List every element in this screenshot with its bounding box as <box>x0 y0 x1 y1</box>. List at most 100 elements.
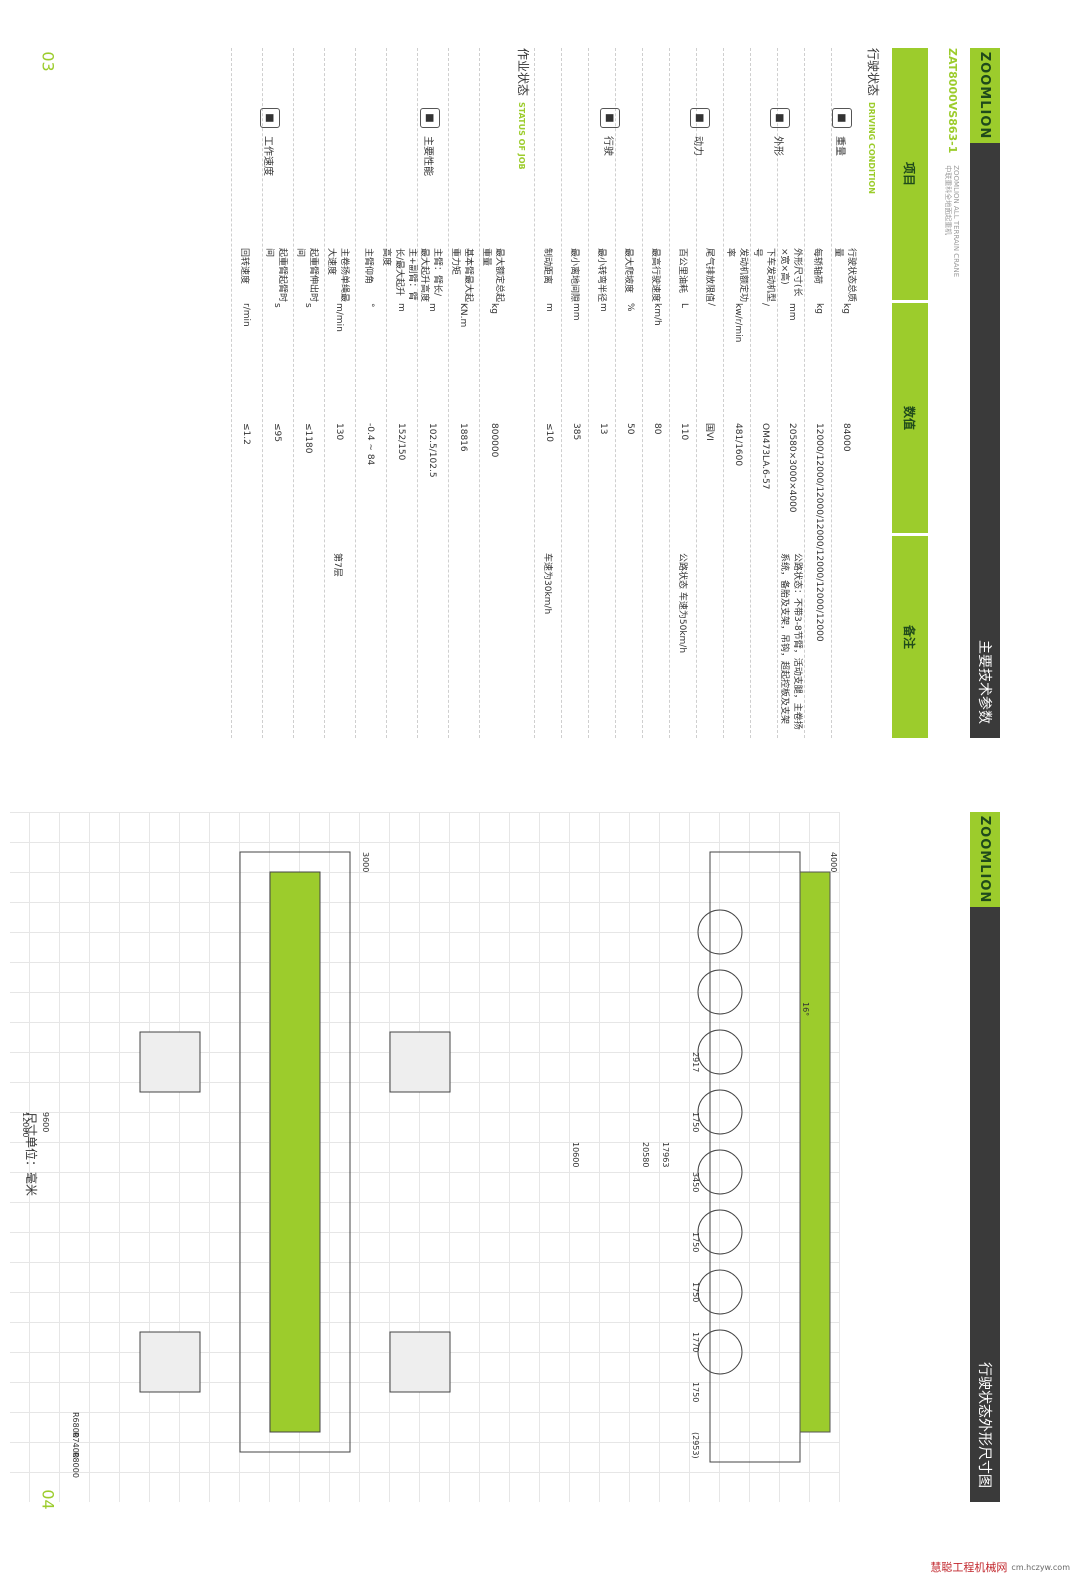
cell-name: 每轿轴荷 <box>812 248 823 285</box>
wheel <box>697 1089 743 1135</box>
side-boom <box>799 871 831 1433</box>
cell-value: 152/150 <box>396 423 406 461</box>
cell-unit: km/h <box>652 303 662 326</box>
cell-value: 84000 <box>841 423 851 452</box>
cell-name: 最高行驶速度 <box>650 248 661 303</box>
side-view <box>697 851 831 1463</box>
cell-note: 公路状态：不带3-8节臂，活动支腿，主卷扬系统，备胎及支架，吊钩，超起控板及支架 <box>779 553 802 730</box>
truck-icon: ■ <box>600 108 620 128</box>
wheel <box>697 969 743 1015</box>
model-code: ZAT8000VS863-1 <box>946 48 959 154</box>
cell-unit: ° <box>365 303 375 308</box>
cell-value: OM473LA.6-57 <box>760 423 770 490</box>
top-boom <box>269 871 321 1433</box>
category-5: ■工作速度 <box>260 108 280 176</box>
cell-unit: m <box>427 303 437 312</box>
cell-name: 下车发动机型号 <box>752 248 775 303</box>
wheel <box>697 1149 743 1195</box>
dimension-label: 9600 <box>41 1112 50 1133</box>
cell-unit: kg <box>814 303 824 314</box>
cell-name: 最大额定总起重量 <box>481 248 504 303</box>
cell-name: 行驶状态总质量 <box>833 248 856 303</box>
cell-value: 110 <box>679 423 689 441</box>
dimension-label: 16° <box>801 1002 810 1017</box>
cell-value: ≤1.2 <box>241 423 251 445</box>
cell-note: 车速为30km/h <box>542 553 553 615</box>
cell-unit: mm <box>571 303 581 321</box>
wheel <box>697 1269 743 1315</box>
dimension-label: 1750 <box>691 1112 700 1133</box>
outrigger-pad-1 <box>389 1031 451 1093</box>
category-1: ■外形 <box>770 108 790 156</box>
col-item: 项目 <box>892 48 928 300</box>
unit-note: 尺寸单位：毫米 <box>24 1112 38 1197</box>
cell-unit: / <box>760 303 770 307</box>
watermark-text: 慧聪工程机械网 <box>930 1561 1008 1574</box>
outrigger-pad-3 <box>389 1331 451 1393</box>
wheel <box>697 909 743 955</box>
category-3: ■行驶 <box>600 108 620 156</box>
cell-value: 20580×3000×4000 <box>787 423 797 513</box>
dimension-label: 1770 <box>691 1332 700 1353</box>
side-chassis <box>709 851 801 1463</box>
category-4: ■主要性能 <box>420 108 440 176</box>
dimension-label: 4000 <box>829 852 838 873</box>
category-0: ■重量 <box>832 108 852 156</box>
dimension-label: (2953) <box>691 1432 700 1459</box>
wheel <box>697 1209 743 1255</box>
cell-unit: m <box>598 303 608 312</box>
cell-value: 国VI <box>704 423 715 441</box>
cell-name: 主+副臂：臂长/最大起升高度 <box>381 248 418 301</box>
section-driving: 行驶状态DRIVING CONDITION <box>866 48 880 194</box>
category-label: 重量 <box>834 136 846 156</box>
cell-unit: m <box>396 303 406 312</box>
dimension-label: 1750 <box>691 1232 700 1253</box>
cell-name: 外形尺寸(长×宽×高) <box>779 248 802 297</box>
category-label: 主要性能 <box>422 136 434 176</box>
params-header: ZOOMLION 主要技术参数 <box>970 48 1000 738</box>
table-row: 主+副臂：臂长/最大起升高度 m 152/150 <box>382 48 418 738</box>
cell-name: 尾气排放限值 <box>704 248 715 303</box>
wheel <box>697 1029 743 1075</box>
cell-name: 最大爬坡度 <box>623 248 634 294</box>
cell-value: -0.4 ~ 84 <box>365 423 375 466</box>
brand-logo-2: ZOOMLION <box>970 812 1000 907</box>
cell-note: 公路状态 车速为50km/h <box>677 553 688 654</box>
outrigger-pad-2 <box>139 1031 201 1093</box>
category-2: ■动力 <box>690 108 710 156</box>
outrigger-pad-4 <box>139 1331 201 1393</box>
dimension-label: 17963 <box>661 1142 670 1168</box>
category-label: 外形 <box>772 136 784 156</box>
crane-drawing <box>139 851 831 1463</box>
dimension-label: R8000 <box>71 1452 80 1478</box>
cell-value: ≤1180 <box>303 423 313 454</box>
cell-unit: mm <box>787 303 797 321</box>
section-job: 作业状态STATUS OF JOB <box>516 48 530 170</box>
cell-value: 80 <box>652 423 662 435</box>
page-number-left: 03 <box>38 51 58 72</box>
cell-name: 主臂仰角 <box>363 248 374 285</box>
cell-unit: s <box>272 303 282 308</box>
cell-unit: s <box>303 303 313 308</box>
brand-logo: ZOOMLION <box>970 48 1000 143</box>
cell-unit: / <box>706 303 716 307</box>
params-spread: ZOOMLION 主要技术参数 ZAT8000VS863-1 ZOOMLION … <box>170 48 1000 738</box>
cell-unit: m <box>544 303 554 312</box>
cell-value: 102.5/102.5 <box>427 423 437 478</box>
cell-unit: kg <box>841 303 851 314</box>
top-chassis <box>239 851 351 1453</box>
top-view <box>139 851 451 1453</box>
model-label: ZAT8000VS863-1 ZOOMLION ALL TERRAIN CRAN… <box>944 48 960 277</box>
cell-name: 最小转弯半径 <box>596 248 607 303</box>
speed-icon: ■ <box>260 108 280 128</box>
